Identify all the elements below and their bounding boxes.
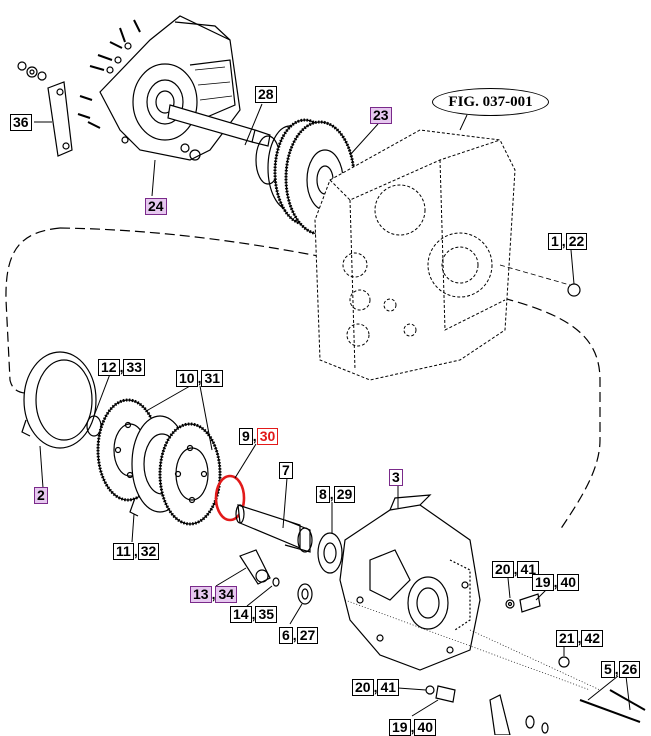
dashed-assembly-loop-right (59, 227, 601, 531)
callout-20-number: 20 (492, 560, 514, 578)
callout-3[interactable]: 3 (389, 468, 403, 486)
callout-8-number: 8 (316, 485, 330, 503)
callout-27-number: 27 (296, 626, 319, 644)
ball-1[interactable] (567, 283, 581, 297)
callout-34-number: 34 (215, 585, 238, 603)
friction-disc-10b[interactable] (158, 422, 222, 526)
callout-13-number: 13 (190, 585, 212, 603)
callout-1-number: 1 (548, 232, 562, 250)
snap-ring-9[interactable] (214, 474, 246, 522)
bracket-lower[interactable] (489, 694, 549, 735)
callout-29-number: 29 (333, 485, 356, 503)
callout-7-number: 7 (279, 461, 293, 479)
callout-21-number: 21 (556, 629, 578, 647)
nut-21[interactable] (558, 656, 570, 668)
callout-23[interactable]: 23 (370, 106, 392, 124)
callout-19-40-lower[interactable]: 19 , 40 (389, 718, 437, 736)
callout-14-35[interactable]: 14 , 35 (230, 605, 278, 623)
bolt-19b[interactable] (435, 685, 456, 703)
callout-41b-number: 41 (377, 678, 400, 696)
gasket-2[interactable] (21, 351, 97, 449)
bushing-6[interactable] (297, 583, 313, 605)
callout-6-number: 6 (279, 626, 293, 644)
callout-19-40-upper[interactable]: 19 , 40 (532, 573, 580, 591)
callout-33-number: 33 (123, 358, 146, 376)
callout-24[interactable]: 24 (145, 197, 167, 215)
stud-5[interactable] (579, 689, 646, 723)
callout-11-number: 11 (113, 542, 134, 560)
callout-32-number: 32 (137, 542, 160, 560)
callout-9-30[interactable]: 9 , 30 (239, 427, 279, 445)
callout-41-number: 41 (517, 560, 540, 578)
rear-housing-3[interactable] (339, 494, 481, 671)
callout-14-number: 14 (230, 605, 252, 623)
washer-20b[interactable] (425, 685, 435, 695)
callout-40b-number: 40 (414, 718, 437, 736)
callout-36-number: 36 (10, 113, 32, 131)
callout-9-number: 9 (239, 427, 253, 445)
callout-42-number: 42 (581, 629, 604, 647)
callout-7[interactable]: 7 (279, 461, 293, 479)
transmission-housing[interactable] (314, 129, 516, 381)
callout-30-number: 30 (256, 427, 279, 445)
callout-5-number: 5 (601, 660, 615, 678)
callout-3-number: 3 (389, 468, 403, 486)
callout-20b-number: 20 (352, 678, 374, 696)
callout-23-number: 23 (370, 106, 392, 124)
washer-20a[interactable] (505, 599, 515, 609)
leader-lines (34, 103, 631, 717)
fitting-13[interactable] (239, 549, 271, 585)
callout-36[interactable]: 36 (10, 113, 32, 131)
callout-2-number: 2 (34, 486, 48, 504)
callout-28-number: 28 (255, 85, 277, 103)
callout-10-31[interactable]: 10 , 31 (176, 369, 224, 387)
callout-40-number: 40 (557, 573, 580, 591)
callout-8-29[interactable]: 8 , 29 (316, 485, 356, 503)
callout-26-number: 26 (618, 660, 641, 678)
callout-13-34[interactable]: 13 , 34 (190, 585, 238, 603)
callout-10-number: 10 (176, 369, 198, 387)
callout-1-22[interactable]: 1 , 22 (548, 232, 588, 250)
callout-2[interactable]: 2 (34, 486, 48, 504)
callout-22-number: 22 (565, 232, 588, 250)
nut-washer-set[interactable] (17, 61, 47, 81)
callout-5-26[interactable]: 5 , 26 (601, 660, 641, 678)
callout-28[interactable]: 28 (255, 85, 277, 103)
callout-31-number: 31 (201, 369, 224, 387)
callout-20-41-upper[interactable]: 20 , 41 (492, 560, 540, 578)
o-ring-14[interactable] (272, 577, 280, 587)
callout-12-33[interactable]: 12 , 33 (98, 358, 146, 376)
callout-6-27[interactable]: 6 , 27 (279, 626, 319, 644)
callout-19b-number: 19 (389, 718, 411, 736)
callout-11-32[interactable]: 11 , 32 (113, 542, 160, 560)
bracket-36[interactable] (47, 81, 73, 157)
callout-35-number: 35 (255, 605, 278, 623)
callout-19-number: 19 (532, 573, 554, 591)
shaft-7[interactable] (235, 504, 313, 553)
bearing-8[interactable] (317, 532, 343, 574)
callout-12-number: 12 (98, 358, 120, 376)
bolt-19a[interactable] (519, 593, 541, 613)
figure-label: FIG. 037-001 (432, 88, 549, 116)
callout-21-42[interactable]: 21 , 42 (556, 629, 604, 647)
callout-24-number: 24 (145, 197, 167, 215)
cover-assembly-24[interactable] (77, 15, 271, 161)
callout-20-41-lower[interactable]: 20 , 41 (352, 678, 400, 696)
